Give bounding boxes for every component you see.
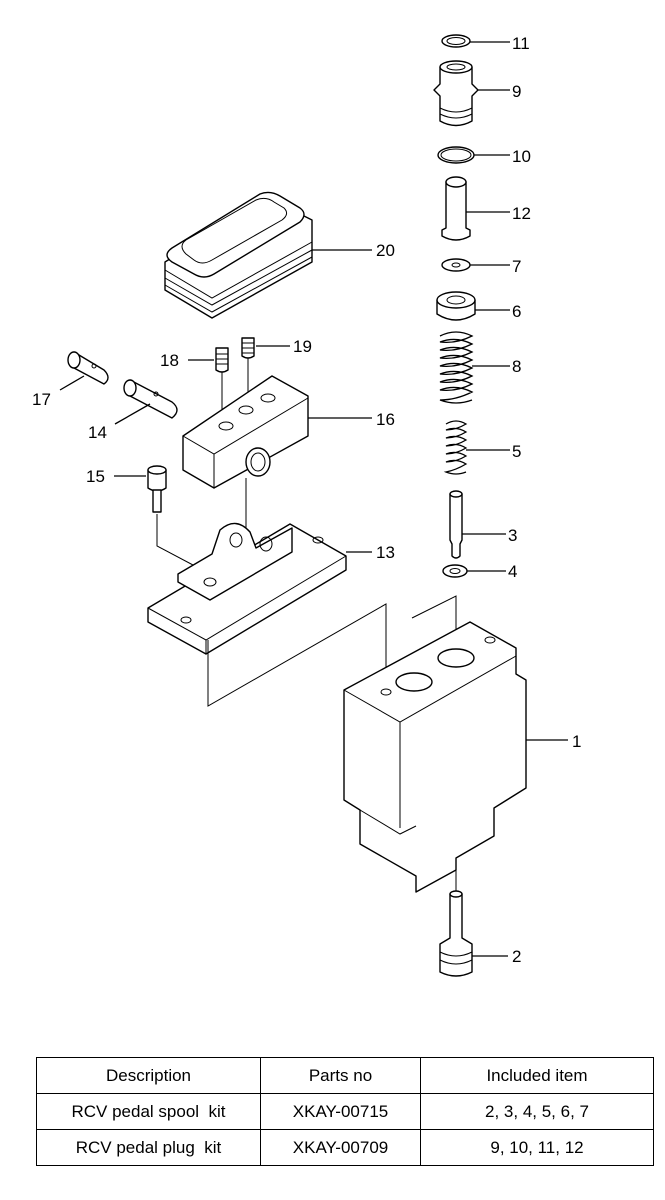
part-3-spool — [449, 490, 506, 559]
table-header-row: Description Parts no Included item — [36, 1057, 654, 1094]
part-6-cap — [436, 291, 510, 321]
kit-table: Description Parts no Included item RCV p… — [36, 1057, 654, 1166]
callout-12: 12 — [512, 204, 531, 223]
callout-14: 14 — [88, 423, 107, 442]
part-13-bracket — [147, 522, 387, 707]
callout-7: 7 — [512, 257, 521, 276]
part-7-washer — [441, 258, 510, 272]
callout-8: 8 — [512, 357, 521, 376]
part-10-o-ring — [437, 146, 510, 164]
part-5-spring — [443, 420, 510, 475]
part-2-plug — [439, 870, 508, 977]
header-parts-no: Parts no — [260, 1057, 421, 1094]
table-row: RCV pedal spool kit XKAY-00715 2, 3, 4, … — [36, 1093, 654, 1130]
cell-parts-no: XKAY-00715 — [260, 1093, 421, 1130]
part-20-boot — [164, 191, 372, 319]
callout-11: 11 — [512, 34, 530, 53]
header-included-item: Included item — [420, 1057, 654, 1094]
callout-13: 13 — [376, 543, 395, 562]
part-14-pin — [114, 379, 178, 425]
cell-included-item: 9, 10, 11, 12 — [420, 1129, 654, 1166]
callout-2: 2 — [512, 947, 521, 966]
part-15-screw — [114, 465, 211, 575]
callout-4: 4 — [508, 562, 517, 581]
callout-6: 6 — [512, 302, 521, 321]
callout-18: 18 — [160, 351, 179, 370]
callout-5: 5 — [512, 442, 521, 461]
header-description: Description — [36, 1057, 261, 1094]
cell-description: RCV pedal plug kit — [36, 1129, 261, 1166]
cell-parts-no: XKAY-00709 — [260, 1129, 421, 1166]
callout-15: 15 — [86, 467, 105, 486]
part-16-block — [182, 375, 372, 534]
callout-20: 20 — [376, 241, 395, 260]
part-1-valve-body — [343, 595, 568, 893]
callout-16: 16 — [376, 410, 395, 429]
callout-19: 19 — [293, 337, 312, 356]
cell-included-item: 2, 3, 4, 5, 6, 7 — [420, 1093, 654, 1130]
part-8-spring — [439, 331, 510, 404]
part-12-pin — [441, 176, 510, 241]
callout-10: 10 — [512, 147, 531, 166]
table-row: RCV pedal plug kit XKAY-00709 9, 10, 11,… — [36, 1129, 654, 1166]
part-9-plug — [433, 60, 510, 127]
exploded-parts-diagram: 11 9 10 12 20 7 6 19 18 8 17 16 14 5 15 … — [32, 34, 581, 977]
part-4-washer — [442, 564, 506, 578]
cell-description: RCV pedal spool kit — [36, 1093, 261, 1130]
part-11-ring — [441, 34, 510, 48]
callout-labels: 11 9 10 12 20 7 6 19 18 8 17 16 14 5 15 … — [32, 34, 581, 966]
part-17-pin — [59, 351, 109, 391]
callout-1: 1 — [572, 732, 581, 751]
callout-3: 3 — [508, 526, 517, 545]
callout-9: 9 — [512, 82, 521, 101]
callout-17: 17 — [32, 390, 51, 409]
